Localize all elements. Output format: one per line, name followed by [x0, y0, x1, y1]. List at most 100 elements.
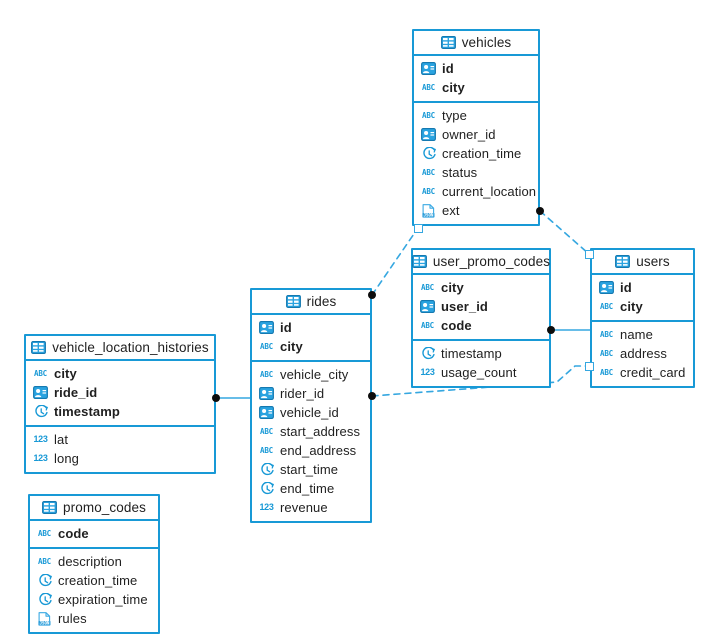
edge-endpoint-dot[interactable]	[212, 394, 220, 402]
column-name: vehicle_id	[280, 405, 339, 420]
abc-icon: ABC	[422, 82, 435, 92]
table-header[interactable]: vehicle_location_histories	[26, 336, 214, 361]
edge-endpoint-square[interactable]	[413, 223, 423, 233]
key-id-icon	[420, 299, 435, 314]
column-name: city	[54, 366, 77, 381]
column-row[interactable]: ABC name	[592, 325, 693, 344]
column-row[interactable]: JSON rules	[30, 609, 158, 628]
table-header[interactable]: vehicles	[414, 31, 538, 56]
abc-icon: ABC	[38, 556, 51, 566]
table-title: promo_codes	[63, 500, 146, 515]
column-name: city	[442, 80, 465, 95]
edge-endpoint-square[interactable]	[584, 361, 594, 371]
column-name: rules	[58, 611, 87, 626]
column-row[interactable]: ABC vehicle_city	[252, 365, 370, 384]
column-row[interactable]: creation_time	[414, 144, 538, 163]
abc-icon: ABC	[421, 282, 434, 292]
column-name: creation_time	[58, 573, 138, 588]
key-id-icon	[259, 386, 274, 401]
key-id-icon	[599, 280, 614, 295]
column-name: creation_time	[442, 146, 522, 161]
column-name: credit_card	[620, 365, 686, 380]
column-name: vehicle_city	[280, 367, 349, 382]
abc-icon: ABC	[600, 329, 613, 339]
column-name: type	[442, 108, 467, 123]
json-icon: JSON	[37, 611, 52, 626]
column-row[interactable]: id	[252, 318, 370, 337]
abc-icon: ABC	[600, 348, 613, 358]
edge-endpoint-dot[interactable]	[368, 392, 376, 400]
table-header[interactable]: promo_codes	[30, 496, 158, 521]
123-icon: 123	[259, 502, 274, 512]
table-header[interactable]: user_promo_codes	[411, 250, 551, 275]
column-name: start_time	[280, 462, 339, 477]
column-name: current_location	[442, 184, 537, 199]
abc-icon: ABC	[38, 528, 51, 538]
column-name: ext	[442, 203, 460, 218]
column-row[interactable]: owner_id	[414, 125, 538, 144]
table-header[interactable]: users	[592, 250, 693, 275]
column-row[interactable]: end_time	[252, 479, 370, 498]
column-row[interactable]: vehicle_id	[252, 403, 370, 422]
column-row[interactable]: rider_id	[252, 384, 370, 403]
column-row[interactable]: expiration_time	[30, 590, 158, 609]
edge-endpoint-dot[interactable]	[536, 207, 544, 215]
column-row[interactable]: start_time	[252, 460, 370, 479]
column-name: id	[442, 61, 454, 76]
column-row[interactable]: creation_time	[30, 571, 158, 590]
column-row[interactable]: timestamp	[26, 402, 214, 421]
123-icon: 123	[420, 367, 435, 377]
column-row[interactable]: ride_id	[26, 383, 214, 402]
column-name: id	[280, 320, 292, 335]
table-header[interactable]: rides	[252, 290, 370, 315]
abc-icon: ABC	[260, 369, 273, 379]
column-row[interactable]: id	[592, 278, 693, 297]
column-name: name	[620, 327, 653, 342]
table-title: user_promo_codes	[432, 254, 551, 269]
column-row[interactable]: user_id	[413, 297, 549, 316]
clock-icon	[259, 481, 274, 496]
edge-endpoint-dot[interactable]	[547, 326, 555, 334]
column-name: expiration_time	[58, 592, 148, 607]
table-icon	[285, 294, 301, 309]
table-title: users	[636, 254, 670, 269]
column-name: id	[620, 280, 632, 295]
column-row[interactable]: ABC city	[414, 78, 538, 97]
edge-endpoint-dot[interactable]	[368, 291, 376, 299]
edge-endpoint-square[interactable]	[584, 249, 594, 259]
column-row[interactable]: timestamp	[413, 344, 549, 363]
table-title: rides	[306, 294, 337, 309]
column-row[interactable]: id	[414, 59, 538, 78]
